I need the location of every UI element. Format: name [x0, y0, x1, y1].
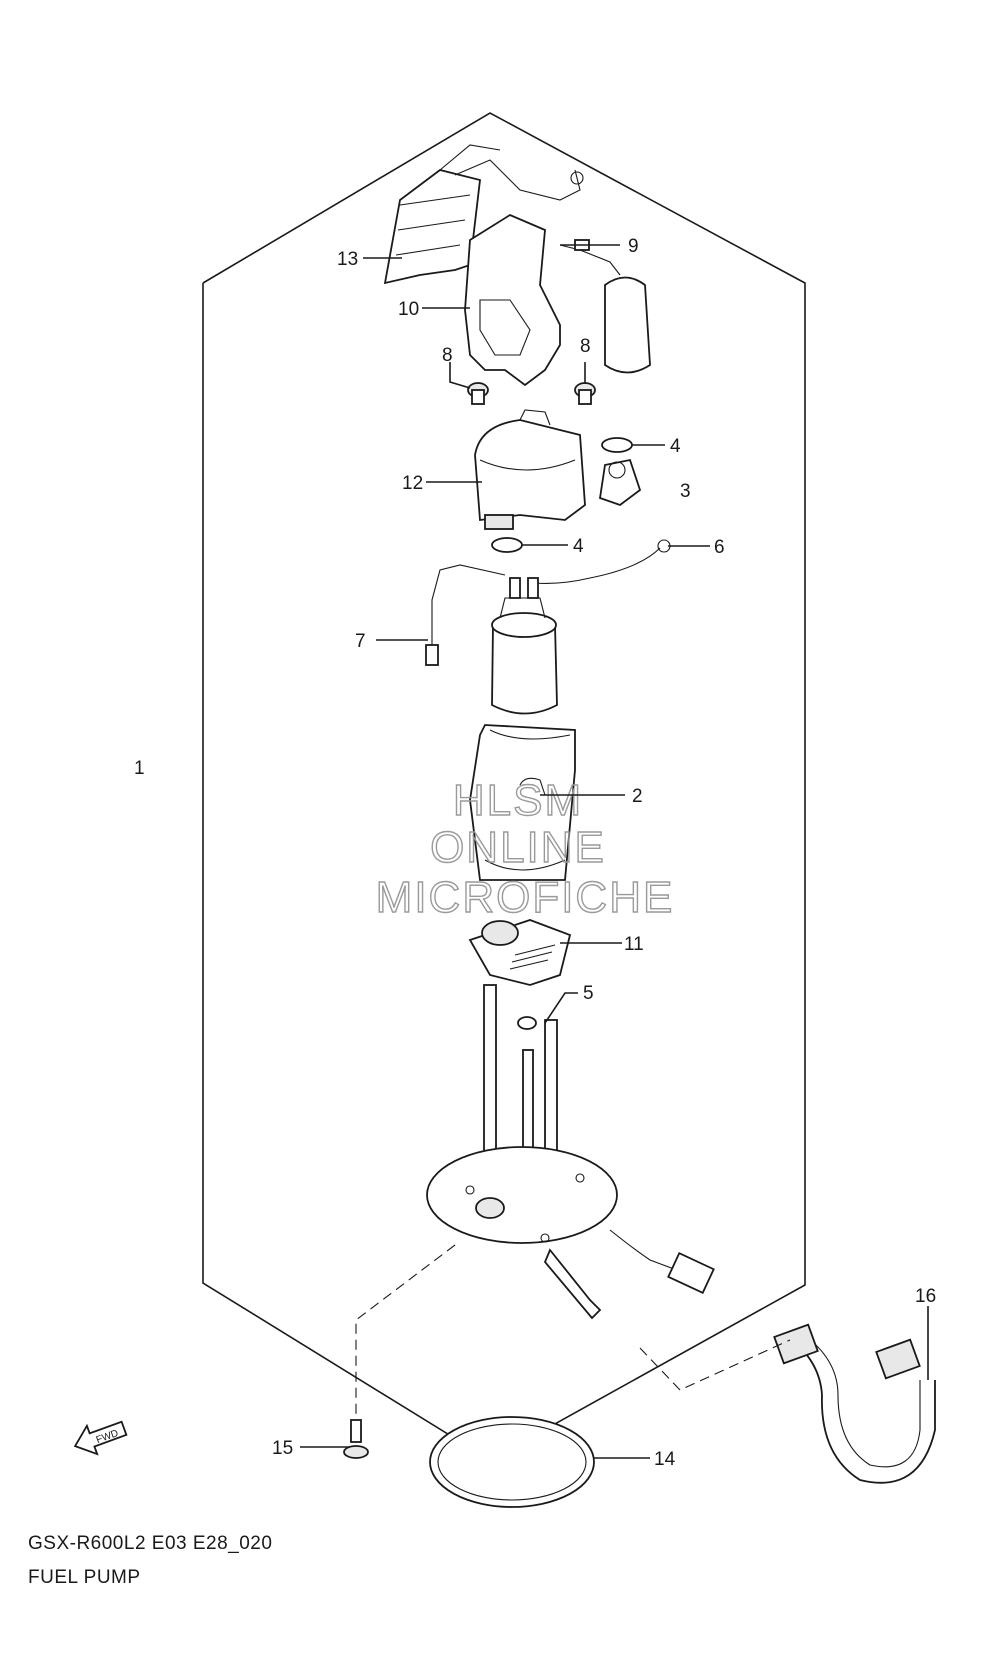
fwd-arrow-icon: FWD [73, 1420, 128, 1456]
part-6-wire [534, 539, 671, 584]
part-11-filter [468, 919, 572, 986]
callout-1: 1 [134, 758, 145, 779]
callout-4-lower: 4 [573, 536, 584, 557]
part-5-oring [517, 1016, 537, 1030]
callout-14: 14 [654, 1449, 676, 1470]
assembly-outline [202, 112, 806, 1461]
part-9-float [559, 239, 651, 374]
part-16-hose [773, 1323, 936, 1484]
part-3-valve [598, 458, 642, 507]
callout-7: 7 [355, 631, 366, 652]
part-4-oring-upper [601, 437, 633, 453]
part-7-wire [425, 564, 506, 666]
part-4-oring-lower [491, 537, 523, 553]
part-10-plate [464, 213, 561, 387]
callout-8-right: 8 [580, 336, 591, 357]
part-14-gasket [429, 1416, 595, 1508]
callout-6: 6 [714, 537, 725, 558]
part-15-bolt [343, 1419, 369, 1459]
callout-12: 12 [402, 473, 423, 494]
callout-leaders [300, 244, 929, 1459]
watermark-line-3: MICROFICHE [376, 873, 675, 922]
diagram-code: GSX-R600L2 E03 E28_020 [28, 1533, 273, 1554]
callout-8-left: 8 [442, 345, 453, 366]
callout-5: 5 [583, 983, 594, 1004]
callout-16: 16 [915, 1286, 936, 1307]
callout-4-upper: 4 [670, 436, 681, 457]
part-13-bracket [383, 144, 584, 285]
callout-9: 9 [628, 236, 639, 257]
callout-11: 11 [624, 934, 644, 955]
part-8-screw-left [467, 382, 489, 405]
callout-2: 2 [632, 786, 643, 807]
callout-3: 3 [680, 481, 691, 502]
watermark-line-2: ONLINE [430, 823, 606, 872]
pump-base-flange [426, 984, 715, 1320]
part-8-screw-right [574, 382, 596, 405]
fuel-pump-body [491, 577, 558, 715]
callout-15: 15 [272, 1438, 293, 1459]
part-12-housing [474, 409, 586, 530]
part-2-holder [469, 724, 576, 881]
callout-10: 10 [398, 299, 419, 320]
watermark-line-1: HLSM [453, 776, 583, 825]
callout-labels: 1 2 3 4 4 5 6 7 8 8 9 10 11 12 13 14 15 … [134, 236, 936, 1470]
diagram-title: FUEL PUMP [28, 1567, 141, 1588]
callout-13: 13 [337, 249, 358, 270]
watermark: HLSM ONLINE MICROFICHE [375, 775, 675, 922]
